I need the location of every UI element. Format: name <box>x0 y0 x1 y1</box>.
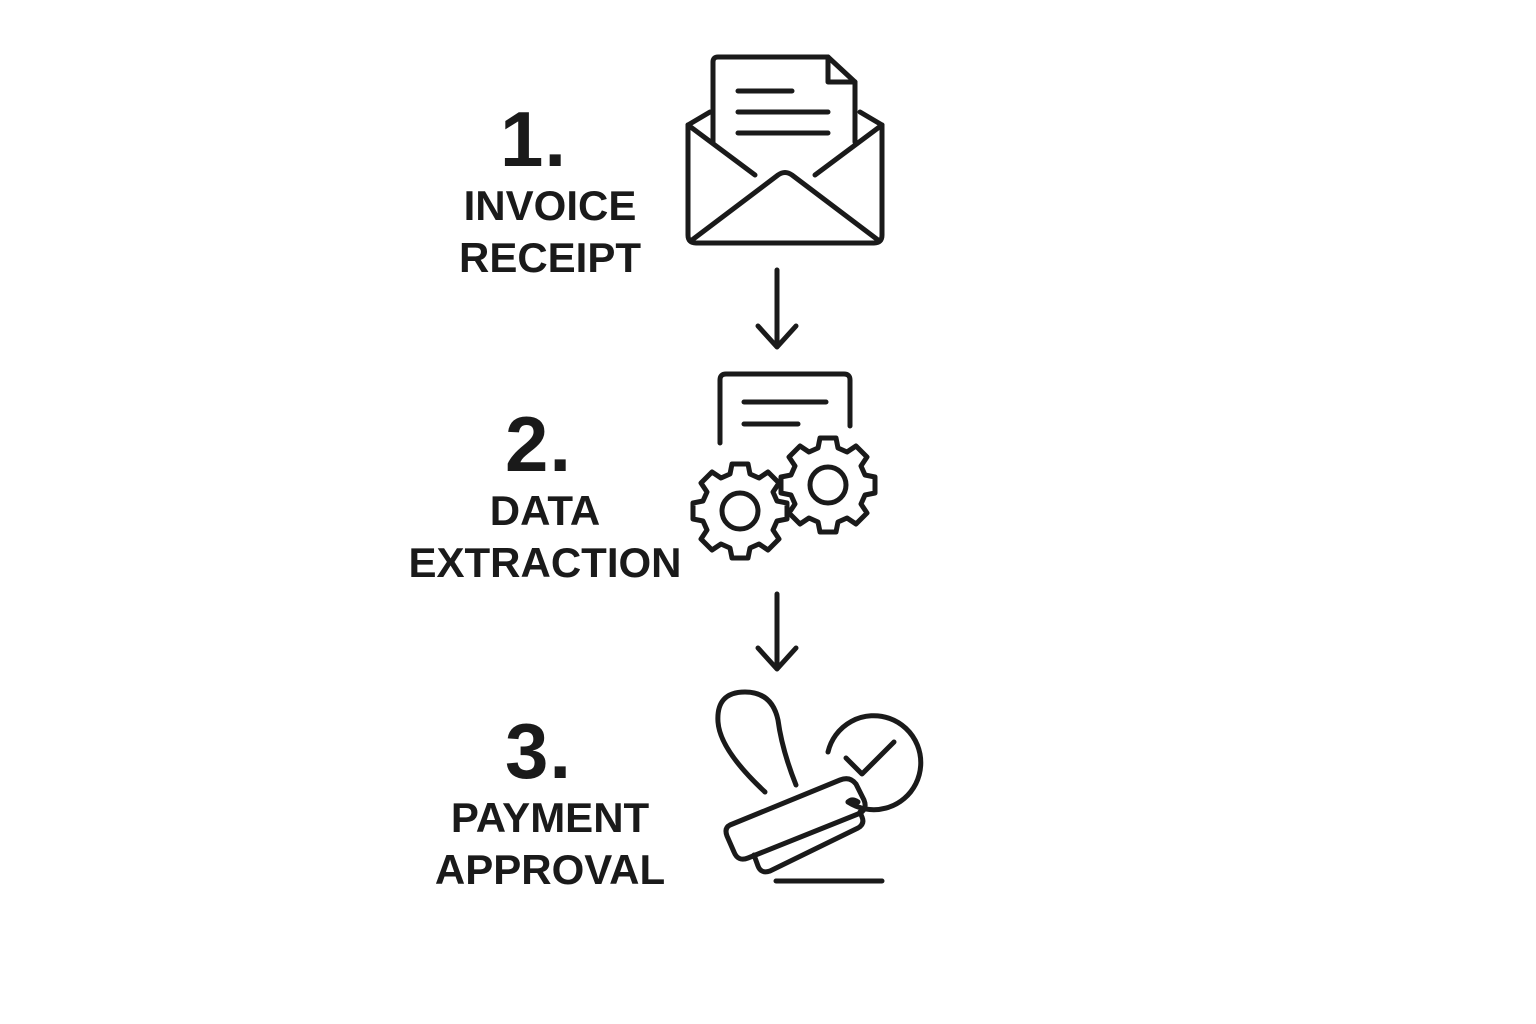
step-1-label: INVOICE RECEIPT <box>440 180 660 284</box>
document-with-gears-icon <box>690 371 878 561</box>
step-2-label: DATA EXTRACTION <box>400 485 690 589</box>
step-3-number: 3. <box>505 707 573 795</box>
step-1-label-line-1: INVOICE <box>463 182 637 229</box>
stamp-with-check-icon <box>715 689 924 884</box>
envelope-with-document-icon <box>685 54 885 246</box>
down-arrow-icon <box>755 591 799 672</box>
step-3-label-line-2: APPROVAL <box>434 846 666 893</box>
step-1-number: 1. <box>500 95 568 183</box>
step-2-label-line-1: DATA <box>489 487 601 534</box>
gear-left-icon <box>690 461 790 561</box>
stamp-icon <box>715 689 868 875</box>
step-3-label: PAYMENT APPROVAL <box>420 792 680 896</box>
step-2-label-line-2: EXTRACTION <box>408 539 682 586</box>
step-2-number: 2. <box>505 400 573 488</box>
step-1-label-line-2: RECEIPT <box>458 234 642 281</box>
down-arrow-icon <box>755 267 799 350</box>
step-3-label-line-1: PAYMENT <box>450 794 650 841</box>
check-circle-icon <box>825 713 924 813</box>
gear-right-icon <box>778 435 878 535</box>
